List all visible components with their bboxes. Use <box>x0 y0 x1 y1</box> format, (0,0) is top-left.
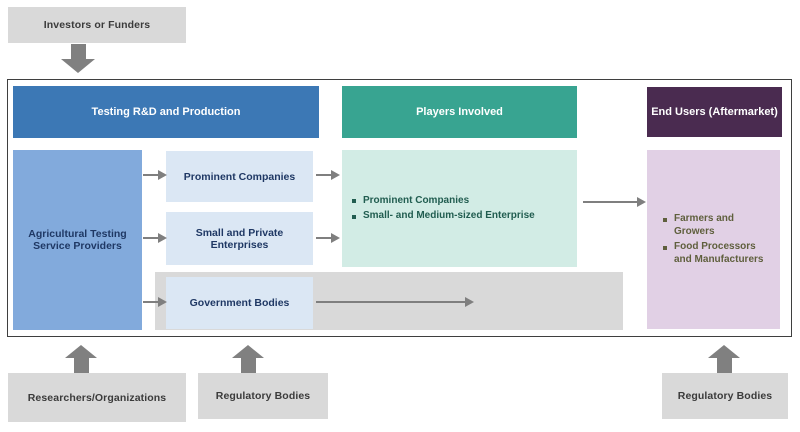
channel-label: Small and Private Enterprises <box>195 226 284 251</box>
bullet-icon <box>663 245 667 250</box>
up-arrow-head-icon <box>65 345 97 358</box>
regulatory-label: Regulatory Bodies <box>215 390 311 402</box>
header-players: Players Involved <box>342 86 577 138</box>
channel-small-private-enterprises: Small and Private Enterprises <box>166 212 313 265</box>
flow-arrow-icon <box>143 297 167 307</box>
players-box: Prominent Companies Small- and Medium-si… <box>342 150 577 267</box>
channel-label: Government Bodies <box>189 297 290 309</box>
flow-arrow-icon <box>316 297 474 307</box>
researchers-label: Researchers/Organizations <box>27 391 167 404</box>
end-users-box: Farmers and Growers Food Processors and … <box>647 150 780 329</box>
bullet-icon <box>352 214 356 219</box>
up-arrow-icon <box>74 358 89 373</box>
end-users-bullet-list: Farmers and Growers Food Processors and … <box>663 213 765 266</box>
up-arrow-head-icon <box>708 345 740 358</box>
down-arrow-head-icon <box>61 59 95 73</box>
end-users-bullet-label: Farmers and Growers <box>674 213 735 237</box>
bullet-icon <box>663 217 667 222</box>
end-users-bullet-label: Food Processors and Manufacturers <box>674 241 764 265</box>
regulatory-bodies-box-right: Regulatory Bodies <box>662 373 788 419</box>
list-item: Food Processors and Manufacturers <box>663 241 765 266</box>
researchers-box: Researchers/Organizations <box>8 373 186 422</box>
up-arrow-icon <box>241 358 256 373</box>
down-arrow-icon <box>71 44 86 59</box>
regulatory-bodies-box-mid: Regulatory Bodies <box>198 373 328 419</box>
header-testing: Testing R&D and Production <box>13 86 319 138</box>
bullet-icon <box>352 199 356 203</box>
flow-arrow-icon <box>143 233 167 243</box>
channel-label: Prominent Companies <box>183 170 296 183</box>
provider-box: Agricultural Testing Service Providers <box>13 150 142 330</box>
up-arrow-icon <box>717 358 732 373</box>
header-testing-label: Testing R&D and Production <box>91 106 241 118</box>
channel-government-bodies: Government Bodies <box>166 277 313 329</box>
flow-arrow-icon <box>316 170 340 180</box>
header-end-users: End Users (Aftermarket) <box>647 87 782 137</box>
up-arrow-head-icon <box>232 345 264 358</box>
investors-box: Investors or Funders <box>8 7 186 43</box>
list-item: Farmers and Growers <box>663 213 765 238</box>
players-bullet-list: Prominent Companies Small- and Medium-si… <box>352 195 535 223</box>
players-bullet-label: Small- and Medium-sized Enterprise <box>363 210 535 221</box>
header-players-label: Players Involved <box>416 106 503 118</box>
flow-arrow-icon <box>583 197 646 207</box>
flow-arrow-icon <box>316 233 340 243</box>
header-end-users-label: End Users (Aftermarket) <box>651 106 778 118</box>
provider-label: Agricultural Testing Service Providers <box>28 228 127 252</box>
investors-label: Investors or Funders <box>43 19 151 31</box>
regulatory-label: Regulatory Bodies <box>677 390 773 402</box>
list-item: Small- and Medium-sized Enterprise <box>352 210 535 223</box>
channel-prominent-companies: Prominent Companies <box>166 151 313 202</box>
players-bullet-label: Prominent Companies <box>363 194 470 206</box>
list-item: Prominent Companies <box>352 195 535 208</box>
flow-arrow-icon <box>143 170 167 180</box>
